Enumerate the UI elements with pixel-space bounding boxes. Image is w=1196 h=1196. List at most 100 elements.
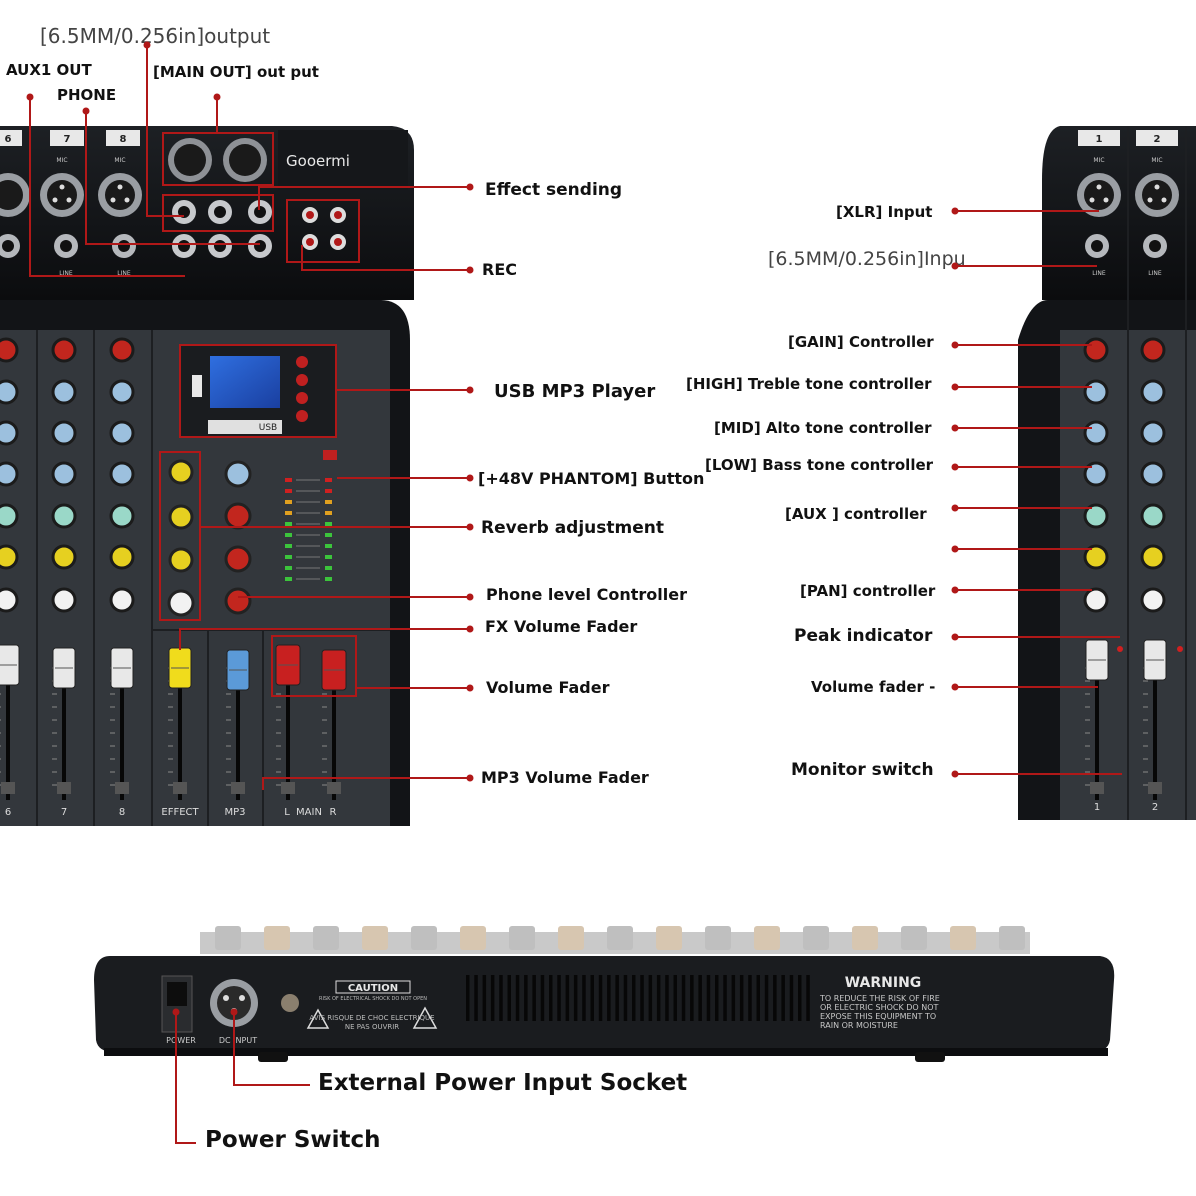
pfl-button bbox=[57, 782, 71, 794]
knob bbox=[1140, 379, 1166, 405]
knob-silhouette bbox=[754, 926, 780, 950]
knob bbox=[0, 379, 19, 405]
fader-slot bbox=[62, 660, 66, 800]
power-label: POWER bbox=[166, 1036, 196, 1045]
callout-dot bbox=[951, 683, 959, 691]
vent-slot bbox=[598, 975, 603, 1021]
vent-slot bbox=[540, 975, 545, 1021]
ch7-number: 7 bbox=[64, 134, 71, 145]
knob-silhouette bbox=[411, 926, 437, 950]
callout-dot bbox=[466, 266, 474, 274]
warning-line-3: EXPOSE THIS EQUIPMENT TO bbox=[820, 1012, 936, 1021]
knob bbox=[0, 587, 19, 613]
warning-line-1: TO REDUCE THE RISK OF FIRE bbox=[819, 994, 940, 1003]
fader-6-number: 6 bbox=[5, 807, 11, 818]
knob-silhouette bbox=[264, 926, 290, 950]
fader-slot bbox=[236, 660, 240, 800]
knob-silhouette bbox=[313, 926, 339, 950]
line-label-2: LINE bbox=[1148, 270, 1162, 277]
caution-french-1: AVIS RISQUE DE CHOC ELECTRIQUE bbox=[309, 1014, 434, 1022]
vent-slot bbox=[789, 975, 794, 1021]
callout-reverb: Reverb adjustment bbox=[481, 518, 664, 538]
callout-dot bbox=[26, 93, 34, 101]
knob bbox=[1140, 503, 1166, 529]
vent-slot bbox=[723, 975, 727, 1021]
knob-silhouette bbox=[901, 926, 927, 950]
knob bbox=[0, 337, 19, 363]
callout-dots bbox=[26, 41, 959, 1016]
vent-slot bbox=[474, 975, 478, 1021]
vent-slot bbox=[490, 975, 495, 1021]
knob bbox=[1140, 544, 1166, 570]
knob bbox=[1083, 420, 1109, 446]
callout-dot bbox=[82, 107, 90, 115]
main-l-label: L bbox=[284, 807, 290, 818]
vent-slot bbox=[482, 975, 487, 1021]
callout-dot bbox=[951, 463, 959, 471]
aux1-out-label: AUX1 OUT bbox=[6, 61, 92, 79]
pfl-button bbox=[1090, 782, 1104, 794]
main-label: MAIN bbox=[296, 807, 322, 818]
vent-slot bbox=[706, 975, 711, 1021]
channel-strip-mixer: 1 2 MIC MIC LINE LINE 1 2 bbox=[1018, 126, 1196, 820]
mic-label-7: MIC bbox=[56, 157, 67, 164]
vent-slot bbox=[665, 975, 669, 1021]
callout-dot bbox=[951, 504, 959, 512]
knob bbox=[1083, 587, 1109, 613]
mic-label-1: MIC bbox=[1093, 157, 1104, 164]
knob bbox=[1083, 337, 1109, 363]
vent-slot bbox=[615, 975, 619, 1021]
knob bbox=[1083, 544, 1109, 570]
meter-led bbox=[325, 533, 332, 537]
warning-title: WARNING bbox=[845, 975, 922, 991]
vent-slot bbox=[557, 975, 561, 1021]
vent-slot bbox=[623, 975, 628, 1021]
meter-led bbox=[325, 500, 332, 504]
vent-slot bbox=[648, 975, 653, 1021]
meter-led bbox=[285, 511, 292, 515]
vent-slot bbox=[549, 975, 553, 1021]
vent-slot bbox=[466, 975, 470, 1021]
callout-mid: [MID] Alto tone controller bbox=[714, 419, 932, 437]
callout-dc-socket: External Power Input Socket bbox=[318, 1070, 688, 1096]
callout-lines bbox=[29, 45, 1122, 1144]
vent-slot bbox=[756, 975, 760, 1021]
vent-slot bbox=[499, 975, 503, 1021]
meter-led bbox=[285, 533, 292, 537]
vent-slot bbox=[731, 975, 736, 1021]
callout-phantom: [+48V PHANTOM] Button bbox=[478, 469, 705, 488]
mic-label-2: MIC bbox=[1151, 157, 1162, 164]
knob bbox=[109, 337, 135, 363]
vent-slot bbox=[715, 975, 719, 1021]
vent-slot bbox=[773, 975, 777, 1021]
vent-slot bbox=[507, 975, 511, 1021]
meter-led bbox=[325, 522, 332, 526]
line-label-1: LINE bbox=[1092, 270, 1106, 277]
knob bbox=[109, 379, 135, 405]
meter-led bbox=[325, 566, 332, 570]
knob bbox=[1140, 420, 1166, 446]
meter-led bbox=[325, 489, 332, 493]
knob bbox=[109, 420, 135, 446]
meter-led bbox=[285, 489, 292, 493]
knob bbox=[1083, 503, 1109, 529]
front-mixer: 6 7 8 MIC MIC LINE LINE Gooermi USB 6 7 … bbox=[0, 126, 414, 826]
vent-slot bbox=[681, 975, 686, 1021]
knob bbox=[51, 461, 77, 487]
knob bbox=[1083, 379, 1109, 405]
knob-silhouette bbox=[509, 926, 535, 950]
effect-fader-label: EFFECT bbox=[161, 807, 199, 818]
fader-slot bbox=[286, 660, 290, 800]
vent-slot bbox=[582, 975, 586, 1021]
callout-dot bbox=[466, 684, 474, 692]
peak-led bbox=[1177, 646, 1183, 652]
usb-label: USB bbox=[259, 423, 277, 433]
knob bbox=[51, 544, 77, 570]
callout-dot bbox=[951, 424, 959, 432]
callout-fx-fader: FX Volume Fader bbox=[485, 617, 638, 636]
line-label-7: LINE bbox=[59, 270, 73, 277]
knob bbox=[51, 337, 77, 363]
knob bbox=[51, 503, 77, 529]
fader-7-number: 7 bbox=[61, 807, 67, 818]
